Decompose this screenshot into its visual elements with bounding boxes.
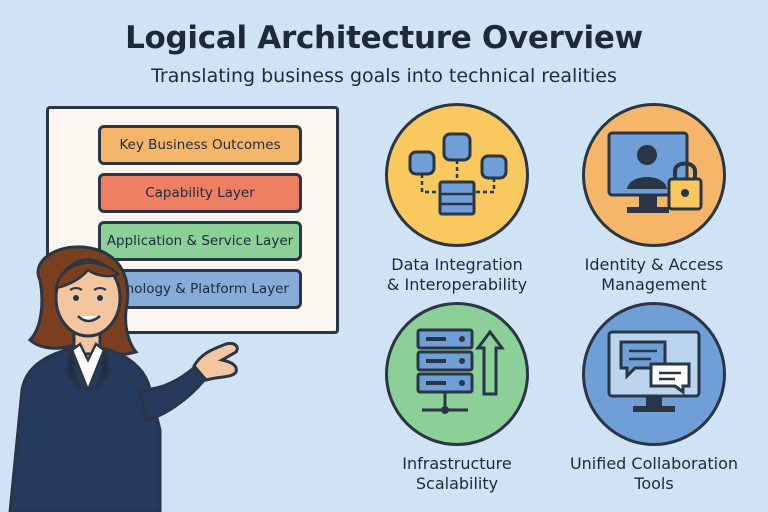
monitor-lock-icon xyxy=(607,131,703,213)
layer-application-service: Application & Service Layer xyxy=(98,221,302,261)
layer-business-outcomes: Key Business Outcomes xyxy=(98,125,302,165)
feature-label: Data Integration & Interoperability xyxy=(362,255,552,295)
layer-label: Capability Layer xyxy=(145,185,255,201)
database-network-icon xyxy=(408,132,508,216)
feature-circle xyxy=(582,302,726,446)
feature-label-line: Tools xyxy=(634,474,674,493)
feature-unified-collaboration: Unified Collaboration Tools xyxy=(559,302,749,494)
layer-label: Application & Service Layer xyxy=(106,233,294,249)
feature-label: Unified Collaboration Tools xyxy=(559,454,749,494)
layer-board: Key Business Outcomes Capability Layer A… xyxy=(46,106,339,334)
feature-infrastructure-scalability: Infrastructure Scalability xyxy=(362,302,552,494)
monitor-chat-icon xyxy=(607,330,701,412)
layer-technology-platform: Technology & Platform Layer xyxy=(98,269,302,309)
feature-circle xyxy=(385,103,529,247)
feature-circle xyxy=(385,302,529,446)
page-subtitle: Translating business goals into technica… xyxy=(151,65,617,87)
presenter-illustration xyxy=(8,245,239,512)
page-title: Logical Architecture Overview xyxy=(125,20,643,56)
feature-label-line: Infrastructure xyxy=(402,454,512,473)
feature-label-line: Data Integration xyxy=(391,255,523,274)
feature-label-line: Identity & Access xyxy=(584,255,724,274)
feature-label-line: Management xyxy=(601,275,707,294)
feature-label: Identity & Access Management xyxy=(559,255,749,295)
feature-label-line: Unified Collaboration xyxy=(569,454,739,473)
feature-circle xyxy=(582,103,726,247)
feature-label: Infrastructure Scalability xyxy=(362,454,552,494)
layer-label: Technology & Platform Layer xyxy=(98,281,289,297)
feature-label-line: & Interoperability xyxy=(386,275,528,294)
feature-data-integration: Data Integration & Interoperability xyxy=(362,103,552,295)
feature-label-line: Scalability xyxy=(415,474,499,493)
layer-label: Key Business Outcomes xyxy=(119,137,281,153)
layer-capability: Capability Layer xyxy=(98,173,302,213)
server-scale-icon xyxy=(416,328,505,414)
feature-identity-access: Identity & Access Management xyxy=(559,103,749,295)
